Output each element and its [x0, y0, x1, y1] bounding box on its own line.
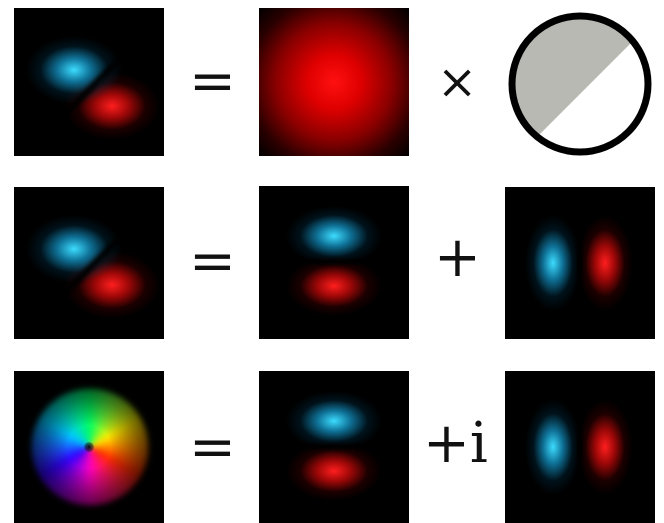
row2-lhs-diagonal-dipole	[14, 187, 164, 339]
row3-equals-sign: =	[189, 415, 236, 480]
row3-lhs-vortex	[14, 371, 164, 523]
row2-vertical-dipole	[259, 186, 409, 339]
row1-equals-sign: =	[189, 49, 236, 114]
row2-horizontal-dipole	[505, 187, 655, 339]
row3-plus-i-sign: +i	[423, 411, 488, 476]
phase-circle-icon	[508, 12, 652, 156]
row1-lhs-diagonal-dipole	[14, 8, 164, 156]
phase-half-shaded	[512, 16, 648, 152]
row1-gaussian-envelope	[259, 8, 409, 156]
row1-times-sign: ×	[437, 54, 478, 110]
row1-phase-circle	[504, 8, 656, 160]
row2-equals-sign: =	[189, 229, 236, 294]
row3-vertical-dipole	[259, 371, 409, 523]
row3-horizontal-dipole	[505, 371, 655, 523]
row2-plus-sign: +	[434, 225, 481, 290]
